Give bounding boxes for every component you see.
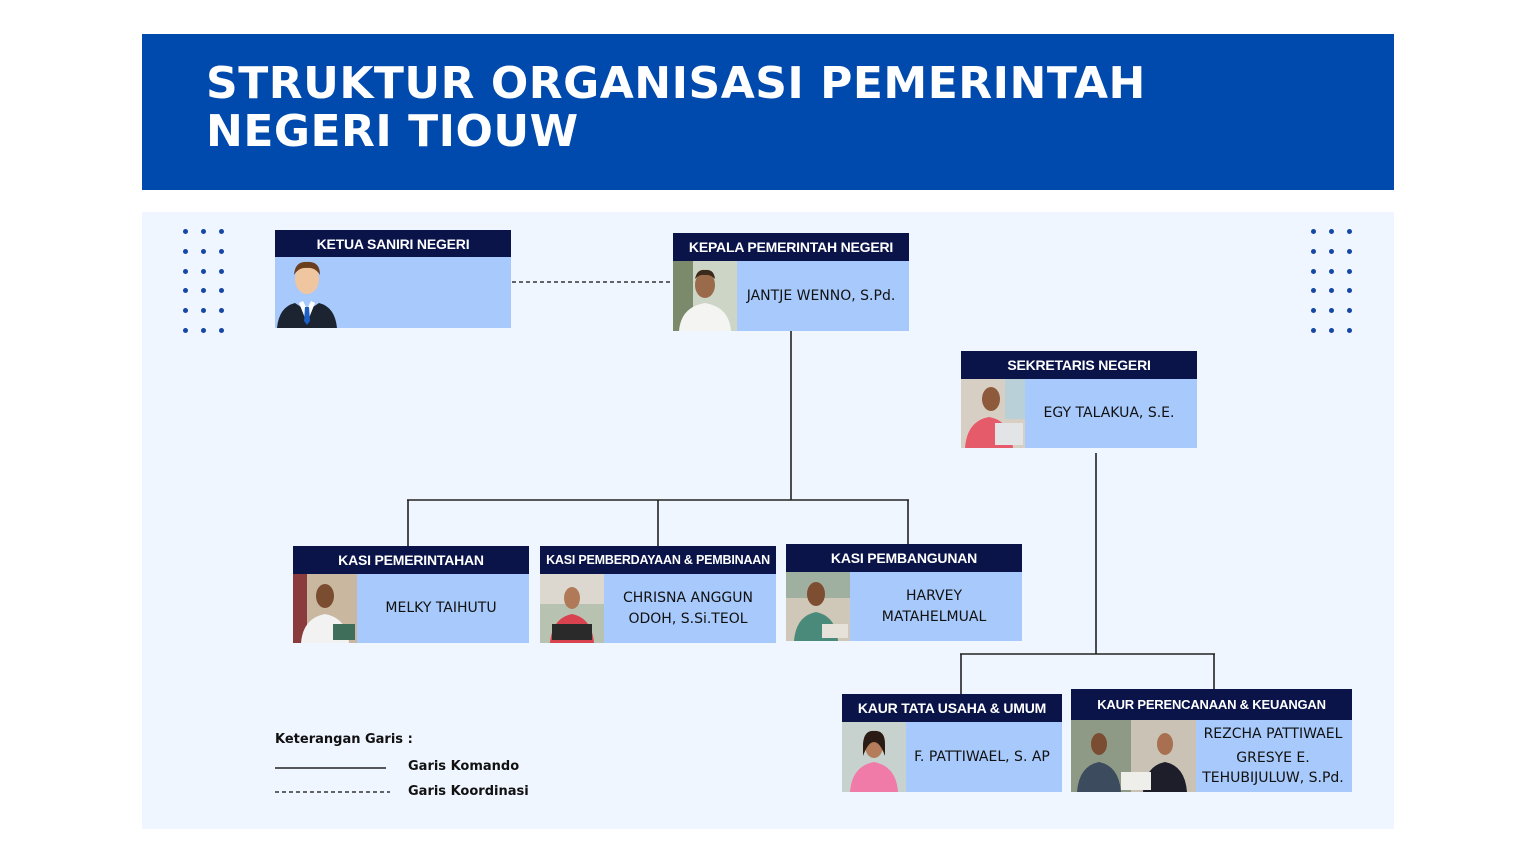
card-kaur-perencanaan: KAUR PERENCANAAN & KEUANGAN REZCHA PATTI… bbox=[1071, 689, 1352, 792]
name-line-1: MELKY TAIHUTU bbox=[385, 600, 497, 616]
page-title: STRUKTUR ORGANISASI PEMERINTAH NEGERI TI… bbox=[206, 60, 1146, 156]
card-body: HARVEY MATAHELMUAL bbox=[786, 572, 1022, 641]
card-body: CHRISNA ANGGUN ODOH, S.Si.TEOL bbox=[540, 574, 776, 643]
name-line-2: MATAHELMUAL bbox=[881, 608, 987, 625]
card-body bbox=[275, 257, 511, 328]
card-name: MELKY TAIHUTU bbox=[357, 574, 525, 643]
name-line-2: ODOH, S.Si.TEOL bbox=[628, 610, 748, 627]
photo-kasi-pemerintahan bbox=[293, 574, 357, 643]
decorative-dot bbox=[1329, 268, 1334, 274]
decorative-dots-right bbox=[1311, 229, 1355, 335]
decorative-dot bbox=[201, 268, 206, 274]
title-line-2: NEGERI TIOUW bbox=[206, 106, 579, 157]
name-line-1: F. PATTIWAEL, S. AP bbox=[914, 748, 1050, 765]
name-line-1: JANTJE WENNO, S.Pd. bbox=[746, 287, 896, 304]
name-line-2-group: GRESYE E. TEHUBIJULUW, S.Pd. bbox=[1202, 748, 1344, 788]
card-kasi-pembangunan: KASI PEMBANGUNAN HARVEY MATAHELMUAL bbox=[786, 544, 1022, 641]
decorative-dot bbox=[1329, 328, 1334, 333]
card-body: F. PATTIWAEL, S. AP bbox=[842, 722, 1062, 792]
decorative-dot bbox=[1347, 308, 1352, 314]
card-title: SEKRETARIS NEGERI bbox=[961, 351, 1197, 379]
decorative-dot bbox=[201, 248, 206, 254]
decorative-dot bbox=[1347, 328, 1352, 333]
name-line-2: GRESYE E. bbox=[1236, 750, 1310, 767]
photo-sekretaris bbox=[961, 379, 1025, 448]
decorative-dot bbox=[183, 328, 188, 333]
decorative-dot bbox=[1347, 248, 1352, 254]
decorative-dot bbox=[1347, 268, 1352, 274]
decorative-dots-left bbox=[183, 229, 227, 335]
card-kaur-tata-usaha: KAUR TATA USAHA & UMUM F. PATTIWAEL, S. … bbox=[842, 694, 1062, 792]
card-name: REZCHA PATTIWAEL GRESYE E. TEHUBIJULUW, … bbox=[1194, 720, 1352, 792]
card-title: KETUA SANIRI NEGERI bbox=[275, 230, 511, 257]
card-title: KEPALA PEMERINTAH NEGERI bbox=[673, 233, 909, 261]
decorative-dot bbox=[201, 288, 206, 294]
card-title: KASI PEMBERDAYAAN & PEMBINAAN bbox=[540, 546, 776, 574]
decorative-dot bbox=[219, 229, 224, 234]
card-ketua-saniri: KETUA SANIRI NEGERI bbox=[275, 230, 511, 328]
decorative-dot bbox=[219, 308, 224, 314]
decorative-dot bbox=[1311, 248, 1316, 254]
card-title: KASI PEMBANGUNAN bbox=[786, 544, 1022, 572]
legend-komando-label: Garis Komando bbox=[408, 759, 520, 774]
name-line-1: EGY TALAKUA, S.E. bbox=[1043, 405, 1175, 421]
title-line-1: STRUKTUR ORGANISASI PEMERINTAH bbox=[206, 58, 1146, 109]
decorative-dot bbox=[219, 268, 224, 274]
decorative-dot bbox=[183, 248, 188, 254]
card-name: EGY TALAKUA, S.E. bbox=[1025, 379, 1193, 448]
decorative-dot bbox=[201, 328, 206, 333]
card-title: KASI PEMERINTAHAN bbox=[293, 546, 529, 574]
photo-kaur-perencanaan bbox=[1071, 720, 1196, 792]
card-body: JANTJE WENNO, S.Pd. bbox=[673, 261, 909, 331]
photo-kepala-pemerintah bbox=[673, 261, 737, 331]
card-kasi-pemberdayaan: KASI PEMBERDAYAAN & PEMBINAAN CHRISNA AN… bbox=[540, 546, 776, 643]
decorative-dot bbox=[1311, 308, 1316, 314]
photo-kasi-pembangunan bbox=[786, 572, 850, 641]
name-line-1: CHRISNA ANGGUN bbox=[622, 589, 753, 606]
legend-koordinasi-label: Garis Koordinasi bbox=[408, 784, 529, 799]
decorative-dot bbox=[183, 268, 188, 274]
header-banner bbox=[142, 34, 1394, 190]
card-body: EGY TALAKUA, S.E. bbox=[961, 379, 1197, 448]
decorative-dot bbox=[183, 308, 188, 314]
decorative-dot bbox=[219, 288, 224, 294]
legend-title: Keterangan Garis : bbox=[275, 732, 413, 747]
decorative-dot bbox=[201, 229, 206, 234]
photo-kaur-tata-usaha bbox=[842, 722, 906, 792]
card-title: KAUR TATA USAHA & UMUM bbox=[842, 694, 1062, 722]
name-line-3: TEHUBIJULUW, S.Pd. bbox=[1202, 770, 1344, 787]
decorative-dot bbox=[1329, 248, 1334, 254]
decorative-dot bbox=[219, 328, 224, 333]
card-kepala-pemerintah: KEPALA PEMERINTAH NEGERI JANTJE WENNO, S… bbox=[673, 233, 909, 331]
name-line-1: HARVEY bbox=[905, 587, 963, 604]
card-name: CHRISNA ANGGUN ODOH, S.Si.TEOL bbox=[604, 574, 772, 643]
card-kasi-pemerintahan: KASI PEMERINTAHAN MELKY TAIHUTU bbox=[293, 546, 529, 643]
photo-kasi-pemberdayaan bbox=[540, 574, 604, 643]
decorative-dot bbox=[1311, 229, 1316, 234]
card-name: JANTJE WENNO, S.Pd. bbox=[737, 261, 905, 331]
decorative-dot bbox=[219, 248, 224, 254]
card-name: HARVEY MATAHELMUAL bbox=[850, 572, 1018, 641]
decorative-dot bbox=[1311, 288, 1316, 294]
decorative-dot bbox=[1347, 288, 1352, 294]
card-title: KAUR PERENCANAAN & KEUANGAN bbox=[1071, 689, 1352, 720]
decorative-dot bbox=[1329, 288, 1334, 294]
name-line-1: REZCHA PATTIWAEL bbox=[1203, 725, 1343, 742]
avatar-placeholder-icon bbox=[275, 257, 339, 328]
decorative-dot bbox=[201, 308, 206, 314]
card-body: REZCHA PATTIWAEL GRESYE E. TEHUBIJULUW, … bbox=[1071, 720, 1352, 792]
card-name: F. PATTIWAEL, S. AP bbox=[906, 722, 1058, 792]
decorative-dot bbox=[1311, 328, 1316, 333]
decorative-dot bbox=[1329, 229, 1334, 234]
decorative-dot bbox=[183, 288, 188, 294]
decorative-dot bbox=[1347, 229, 1352, 234]
decorative-dot bbox=[1329, 308, 1334, 314]
decorative-dot bbox=[183, 229, 188, 234]
card-body: MELKY TAIHUTU bbox=[293, 574, 529, 643]
decorative-dot bbox=[1311, 268, 1316, 274]
card-sekretaris: SEKRETARIS NEGERI EGY TALAKUA, S.E. bbox=[961, 351, 1197, 448]
